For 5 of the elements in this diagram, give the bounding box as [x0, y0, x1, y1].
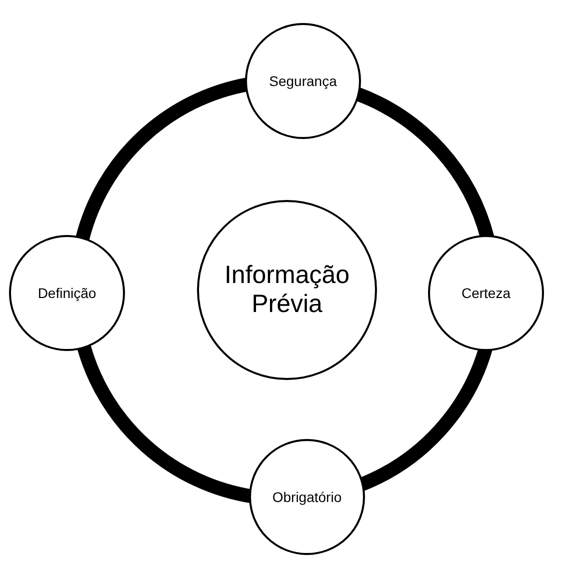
node-label: Certeza: [461, 285, 511, 301]
node-label: Definição: [38, 285, 96, 301]
node-label: Segurança: [269, 73, 337, 89]
node-label: Obrigatório: [272, 489, 342, 505]
node-label: Informação Prévia: [223, 261, 351, 319]
